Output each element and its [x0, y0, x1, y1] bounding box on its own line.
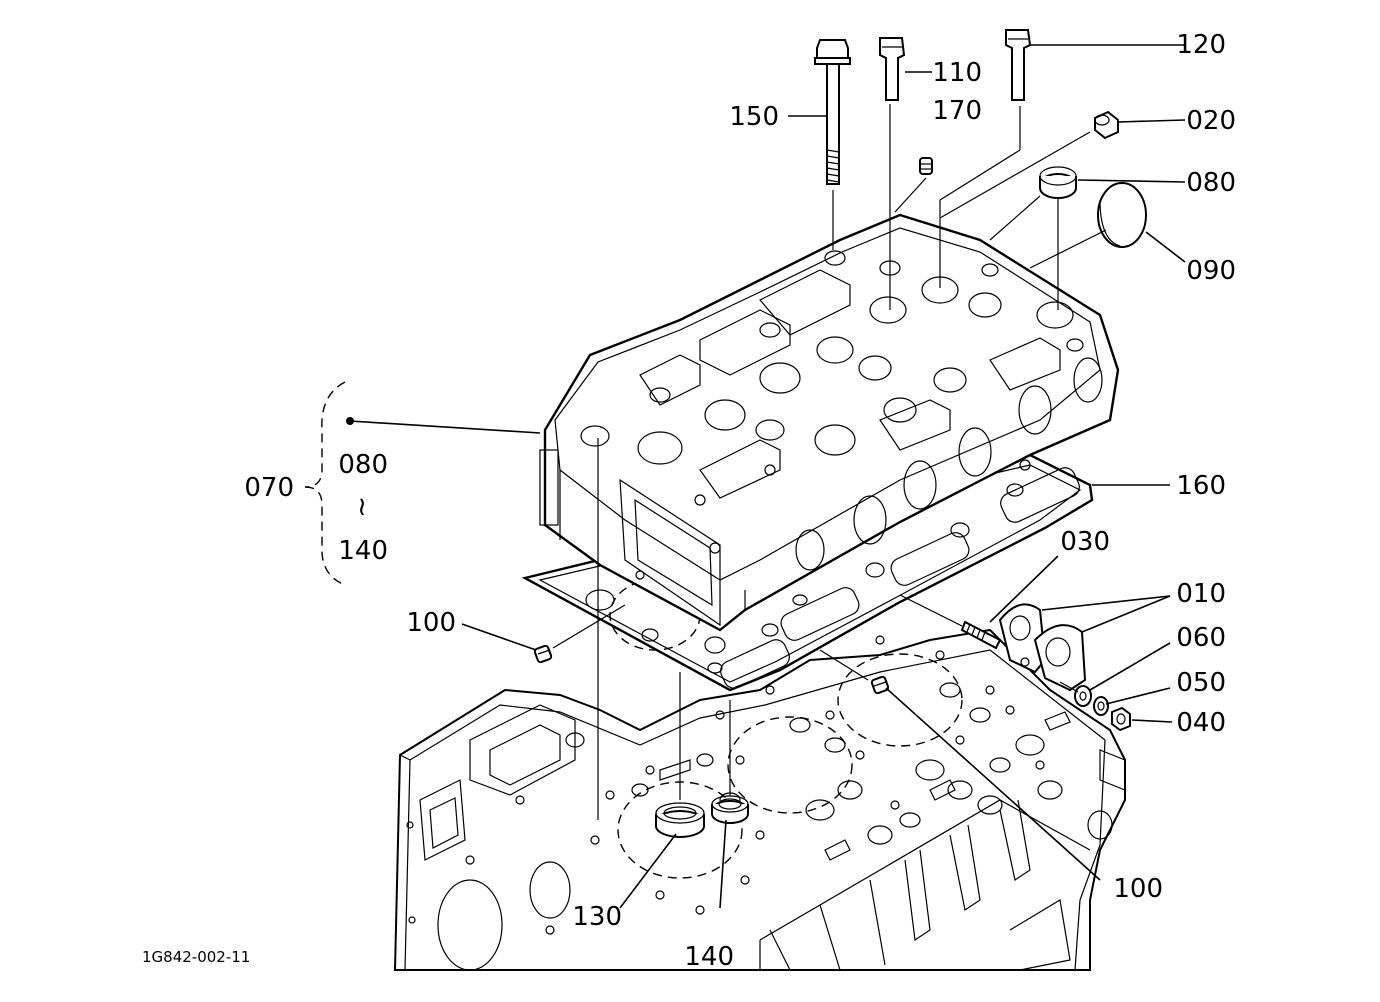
- callout-150: 150: [729, 102, 779, 132]
- callout-110: 110: [932, 58, 982, 88]
- callout-130: 130: [572, 902, 622, 932]
- cap-090: [1097, 182, 1147, 248]
- nut-040: [1111, 706, 1131, 732]
- callout-030: 030: [1060, 527, 1110, 557]
- callout-140-bracket: 140: [338, 536, 388, 566]
- dowel-100-right: [870, 675, 890, 695]
- callout-100-left: 100: [406, 608, 456, 638]
- callout-020: 020: [1186, 106, 1236, 136]
- callout-140-bottom: 140: [684, 942, 734, 972]
- callout-160: 160: [1176, 471, 1226, 501]
- stud-030: [960, 620, 1002, 650]
- callout-120: 120: [1176, 30, 1226, 60]
- bracket-dot: [346, 417, 354, 425]
- callout-100-right: 100: [1113, 874, 1163, 904]
- head-bolt-150: [814, 39, 851, 185]
- range-bracket-070: [304, 381, 346, 586]
- plug-020: [1094, 110, 1119, 140]
- seal-080: [1039, 166, 1077, 199]
- ring-130: [655, 802, 705, 838]
- ring-140: [711, 795, 749, 824]
- cylinder-head: [539, 213, 1120, 632]
- valve-guide-110: [879, 37, 906, 101]
- callout-070: 070: [244, 473, 294, 503]
- leader-lines: [349, 44, 1186, 909]
- range-tilde: ≀: [357, 492, 367, 522]
- callout-090: 090: [1186, 256, 1236, 286]
- washer-050: [1093, 696, 1109, 716]
- hanger-brackets-010: [998, 603, 1087, 692]
- callout-060: 060: [1176, 623, 1226, 653]
- callout-040: 040: [1176, 708, 1226, 738]
- callout-080-bracket: 080: [338, 450, 388, 480]
- callout-080-top: 080: [1186, 168, 1236, 198]
- plug-170: [919, 157, 933, 175]
- washer-060: [1074, 685, 1092, 707]
- dowel-100-left: [533, 644, 553, 664]
- callout-170: 170: [932, 96, 982, 126]
- cylinder-block: [393, 628, 1126, 971]
- callout-050: 050: [1176, 668, 1226, 698]
- figure-code: 1G842-002-11: [142, 948, 250, 966]
- callout-010: 010: [1176, 579, 1226, 609]
- valve-guide-120: [1005, 29, 1032, 101]
